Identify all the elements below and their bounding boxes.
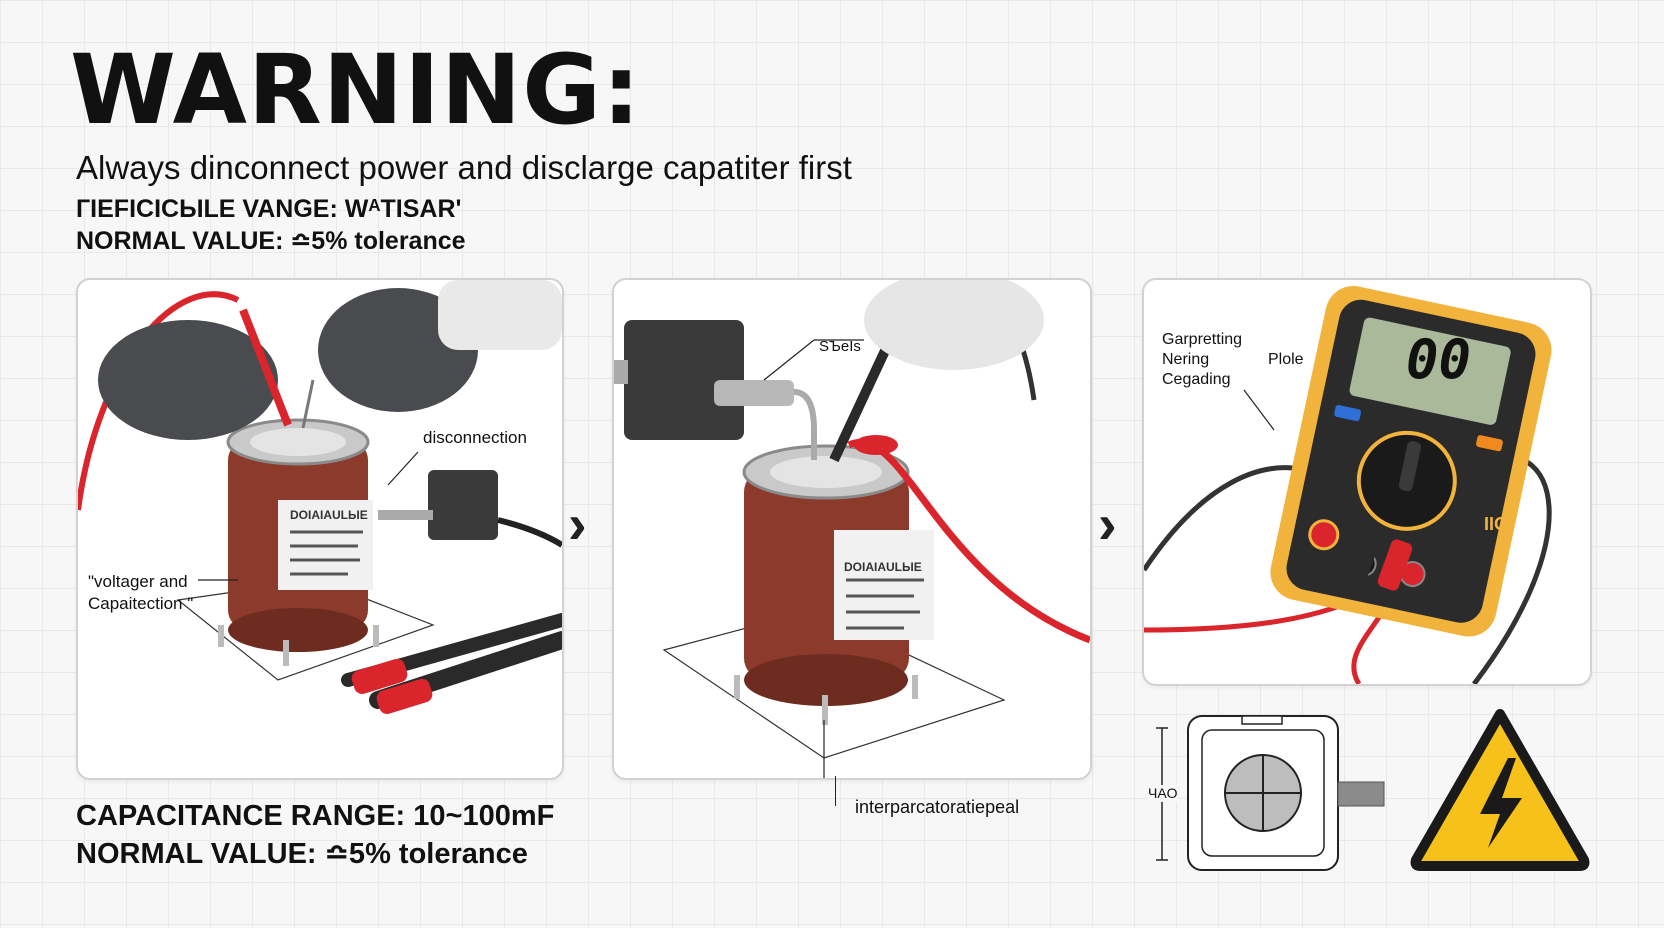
high-voltage-warning-icon	[1408, 706, 1592, 872]
step-1-panel: disconnection "voltager and Capaitection…	[76, 278, 564, 780]
lcd-reading: 00	[1406, 328, 1472, 391]
meter-label-line-2: Nering	[1162, 351, 1210, 368]
left-glove	[98, 320, 278, 440]
step-arrow-1: ›	[568, 492, 587, 555]
normal-value: NORMAL VALUE: ≏5% tolerance	[76, 838, 528, 870]
meter-label-line-3: Cegading	[1162, 371, 1231, 388]
spec-line-2: NORMAL VALUE: ≏5% tolerance	[76, 227, 466, 255]
voltage-label-line-1: "voltager and	[88, 572, 188, 591]
capacitance-range: CAPACITANCE RANGE: 10~100mF	[76, 800, 555, 832]
interpretation-callout: interparcatoratiepeal	[855, 797, 1020, 817]
capacitor-discharge-illustration	[614, 280, 1090, 778]
capacitor-probing-illustration	[78, 280, 562, 714]
probe-label: Plole	[1268, 351, 1304, 368]
step-2-panel: ЅЪeIs DOIAIAULЫE	[612, 278, 1092, 780]
jack-label: IIO	[1484, 514, 1509, 534]
disconnection-label: disconnection	[423, 428, 527, 447]
dimension-label: ЧAO	[1148, 785, 1178, 802]
lcd-screen	[1349, 317, 1511, 425]
schematic-drawing	[1156, 715, 1385, 871]
spec-line-1: ГIEFICICЫLE VANGE: WᴬTISAR'	[76, 195, 462, 223]
safety-instruction: Always dinconnect power and disclarge ca…	[76, 149, 852, 186]
warning-title: WARNING:	[70, 34, 642, 146]
step-arrow-2: ›	[1098, 492, 1117, 555]
capacitor-label	[834, 530, 934, 640]
voltage-label-line-2: Capaitection "	[88, 594, 194, 613]
capacitor-schematic: ЧAO	[1148, 710, 1388, 880]
callout-leader	[835, 776, 836, 806]
multimeter-illustration	[1144, 286, 1552, 684]
step-3-panel: Garpretting Nering Cegading Plole 00 IIO	[1142, 278, 1592, 686]
terminal-label: ЅЪeIs	[819, 338, 861, 355]
capacitor-label-title: DOIAIAULЫE	[844, 560, 922, 574]
capacitor-label-title: DOIAIAULЫE	[290, 508, 368, 522]
meter-label-line-1: Garpretting	[1162, 331, 1243, 348]
white-glove	[864, 280, 1044, 370]
